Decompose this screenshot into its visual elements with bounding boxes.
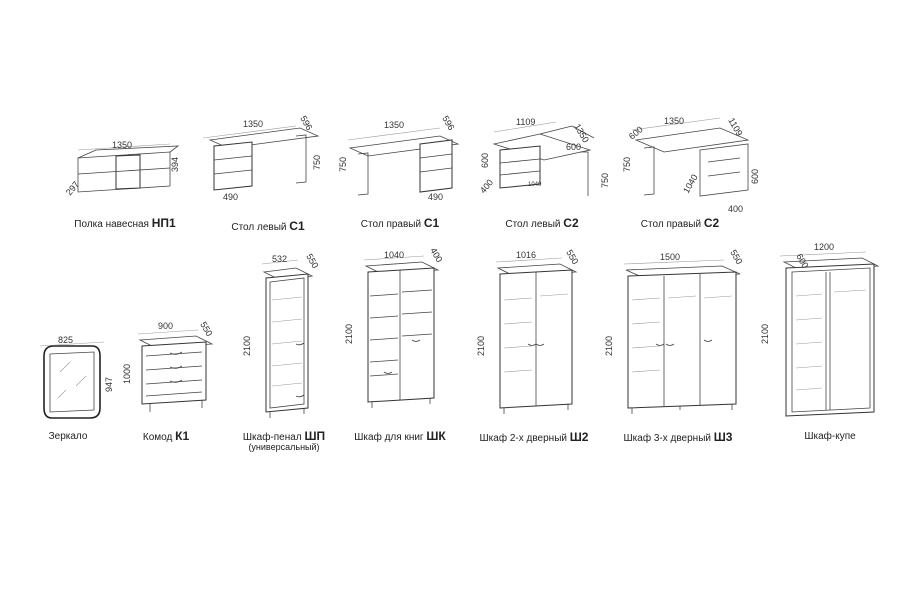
- dim-label: 550: [198, 320, 214, 338]
- dim-label: 297: [64, 179, 81, 197]
- item-code: НП1: [151, 216, 176, 230]
- dim-label: 1000: [122, 364, 132, 384]
- dim-label: 550: [304, 252, 320, 270]
- desk-left-c1-drawing: 1350 596 750 490: [202, 114, 322, 202]
- dim-label: 550: [728, 248, 744, 266]
- wardrobe-sh3-drawing: 1500 550 2100: [604, 248, 744, 414]
- caption-desk-right-c2: Стол правый С2: [641, 216, 719, 230]
- dim-label: 750: [338, 157, 348, 172]
- item-code: С1: [289, 219, 305, 233]
- dim-label: 1109: [726, 116, 744, 138]
- caption-wardrobe-sh3: Шкаф 3-х дверный Ш3: [624, 430, 733, 444]
- dim-label: 600: [480, 153, 490, 168]
- dim-label: 1109: [516, 117, 535, 127]
- item-name: Шкаф 2-х дверный: [479, 433, 567, 444]
- dim-label: 750: [312, 155, 322, 170]
- dim-label: 596: [298, 114, 314, 132]
- dim-label: 750: [622, 157, 632, 172]
- dim-label: 947: [104, 377, 114, 392]
- caption-desk-left-c2: Стол левый С2: [505, 216, 578, 230]
- caption-desk-right-c1: Стол правый С1: [361, 216, 439, 230]
- item-code: Ш2: [569, 430, 589, 444]
- dim-label: 600: [566, 142, 581, 152]
- dim-label: 2100: [760, 324, 770, 344]
- item-code: С1: [423, 216, 440, 230]
- dim-label: 1016: [516, 250, 536, 260]
- desk-left-c2-drawing: 1109 1350 600 400 1040 750 600: [478, 117, 610, 196]
- dim-label: 2100: [344, 324, 354, 344]
- dim-label: 2100: [604, 336, 614, 356]
- dim-label: 532: [272, 254, 287, 264]
- dim-label: 490: [428, 192, 443, 202]
- dim-label: 1040: [681, 173, 700, 195]
- item-name: Полка навесная: [74, 219, 149, 230]
- caption-dresser-k1: Комод К1: [143, 429, 189, 443]
- caption-wardrobe-coupe: Шкаф-купе: [804, 431, 855, 442]
- item-code: ШП: [304, 429, 326, 443]
- dim-label: 394: [170, 157, 180, 172]
- dim-label: 1350: [112, 140, 132, 150]
- caption-bookcase-shk: Шкаф для книг ШК: [354, 429, 446, 443]
- item-subtitle: (универсальный): [248, 442, 320, 452]
- caption-desk-left-c1: Стол левый С1: [231, 219, 304, 233]
- item-code: С2: [563, 216, 579, 230]
- item-name: Стол левый: [505, 219, 561, 230]
- dim-label: 1040: [528, 182, 542, 188]
- desk-right-c2-drawing: 1350 1109 600 750 1040 600 400: [622, 116, 760, 214]
- dim-label: 400: [478, 177, 495, 195]
- item-name: Комод: [142, 432, 173, 443]
- dim-label: 400: [428, 246, 444, 264]
- dim-label: 1350: [664, 116, 684, 126]
- bookcase-shk-drawing: 1040 400 2100: [344, 246, 444, 408]
- dim-label: 2100: [476, 336, 486, 356]
- item-code: К1: [175, 429, 190, 443]
- caption-wardrobe-shp: Шкаф-пенал ШП (универсальный): [243, 429, 325, 452]
- caption-wardrobe-sh2: Шкаф 2-х дверный Ш2: [480, 430, 589, 444]
- dim-label: 750: [600, 173, 610, 188]
- dim-label: 550: [564, 248, 580, 266]
- dim-label: 490: [223, 192, 238, 202]
- dim-label: 2100: [242, 336, 252, 356]
- caption-mirror: Зеркало: [49, 431, 88, 442]
- item-name: Шкаф-купе: [804, 431, 856, 442]
- wardrobe-coupe-drawing: 1200 600 2100: [760, 242, 880, 417]
- dim-label: 900: [158, 321, 173, 331]
- dim-label: 1350: [572, 122, 591, 144]
- item-code: Ш3: [713, 430, 733, 444]
- item-name: Шкаф для книг: [354, 432, 424, 443]
- dim-label: 1500: [660, 252, 680, 262]
- dim-label: 596: [440, 114, 456, 132]
- dim-label: 1200: [814, 242, 834, 252]
- shelf-np1-drawing: 1350 394 297: [64, 140, 180, 197]
- dim-label: 600: [750, 169, 760, 184]
- dim-label: 400: [728, 204, 743, 214]
- caption-shelf-np1: Полка навесная НП1: [74, 216, 175, 230]
- item-name: Зеркало: [48, 431, 88, 442]
- dim-label: 825: [58, 335, 73, 345]
- item-name: Шкаф-пенал: [242, 432, 302, 443]
- wardrobe-shp-drawing: 532 550 2100: [242, 252, 320, 418]
- item-name: Стол левый: [231, 222, 287, 233]
- item-name: Шкаф 3-х дверный: [623, 433, 711, 444]
- mirror-drawing: 825 947: [39, 335, 114, 419]
- dresser-k1-drawing: 900 550 1000: [122, 320, 214, 412]
- item-code: С2: [703, 216, 720, 230]
- item-code: ШК: [426, 429, 446, 443]
- dim-label: 1040: [384, 250, 404, 260]
- dim-label: 1350: [243, 119, 263, 129]
- item-name: Стол правый: [360, 219, 422, 230]
- item-name: Стол правый: [640, 219, 702, 230]
- wardrobe-sh2-drawing: 1016 550 2100: [476, 248, 580, 414]
- desk-right-c1-drawing: 1350 596 750 490: [338, 114, 460, 202]
- dim-label: 1350: [384, 120, 404, 130]
